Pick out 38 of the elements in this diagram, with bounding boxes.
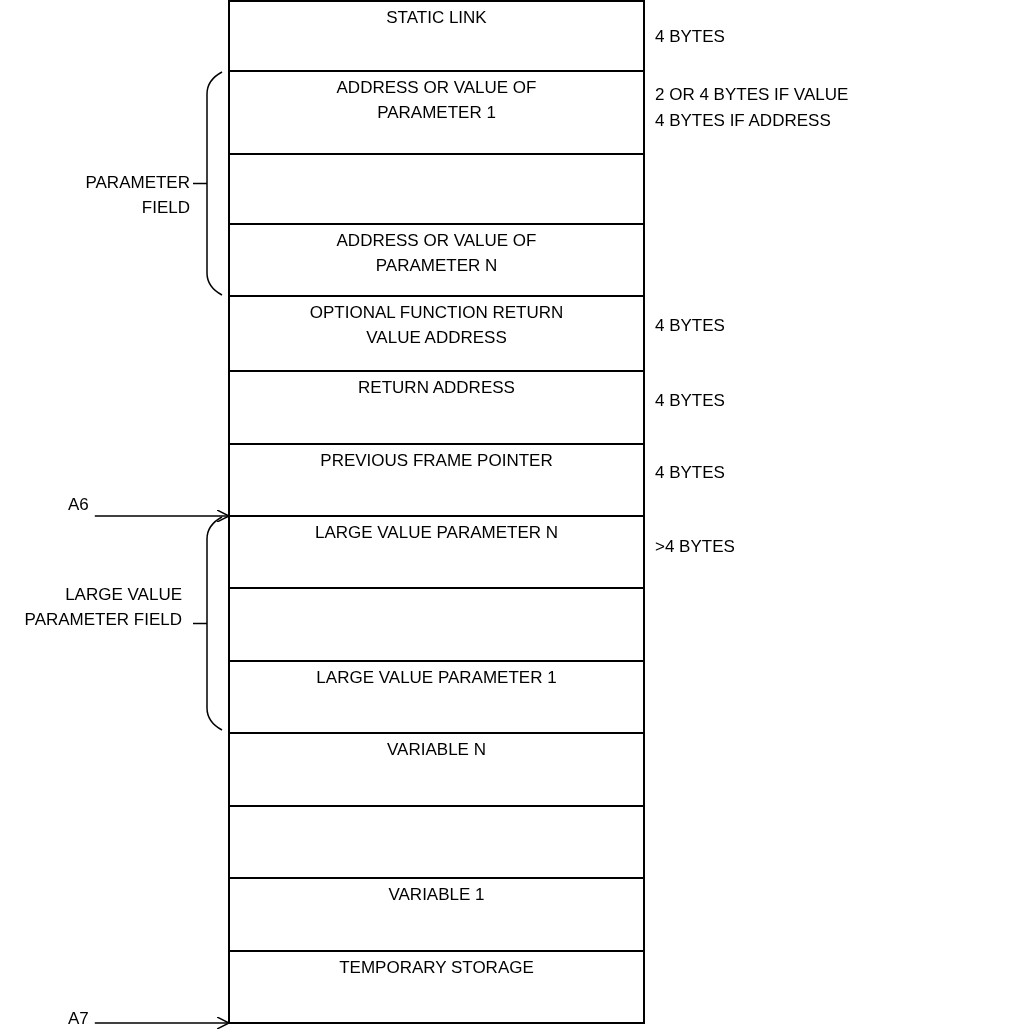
register-label: A6: [68, 492, 89, 517]
field-label: PARAMETER FIELD: [84, 172, 190, 219]
byte-size-note: 4 BYTES: [655, 315, 725, 337]
slot-label: STATIC LINK: [385, 7, 488, 29]
slot-label: RETURN ADDRESS: [357, 377, 516, 399]
byte-size-note: 4 BYTES: [655, 462, 725, 484]
slot-label: LARGE VALUE PARAMETER 1: [315, 667, 558, 689]
stack-slot: [228, 70, 645, 155]
slot-label: ADDRESS OR VALUE OF PARAMETER 1: [335, 77, 538, 124]
stack-slot: [228, 660, 645, 734]
slot-label: ADDRESS OR VALUE OF PARAMETER N: [335, 230, 538, 277]
pointer-arrow: [94, 1016, 230, 1030]
stack-slot: [228, 805, 645, 879]
slot-label: OPTIONAL FUNCTION RETURN VALUE ADDRESS: [308, 302, 565, 349]
stack-slot: [228, 223, 645, 297]
slot-label: VARIABLE 1: [387, 884, 486, 906]
stack-slot: [228, 0, 645, 72]
byte-size-note: 2 OR 4 BYTES IF VALUE: [655, 84, 849, 106]
stack-slot: [228, 587, 645, 662]
pointer-arrow: [94, 509, 230, 523]
byte-size-note: 4 BYTES: [655, 26, 725, 48]
stack-slot: [228, 295, 645, 372]
byte-size-note: 4 BYTES: [655, 390, 725, 412]
stack-slot: [228, 443, 645, 517]
stack-slot: [228, 153, 645, 225]
field-label: LARGE VALUE PARAMETER FIELD: [23, 584, 182, 631]
byte-size-note: >4 BYTES: [655, 536, 735, 558]
slot-label: TEMPORARY STORAGE: [338, 957, 535, 979]
register-label: A7: [68, 1006, 89, 1031]
stack-slot: [228, 732, 645, 807]
slot-label: VARIABLE N: [386, 739, 487, 761]
slot-label: LARGE VALUE PARAMETER N: [313, 522, 560, 544]
stack-slot: [228, 950, 645, 1024]
byte-size-note: 4 BYTES IF ADDRESS: [655, 110, 831, 132]
stack-slot: [228, 877, 645, 952]
slot-label: PREVIOUS FRAME POINTER: [319, 450, 554, 472]
stack-slot: [228, 370, 645, 445]
stack-slot: [228, 515, 645, 589]
